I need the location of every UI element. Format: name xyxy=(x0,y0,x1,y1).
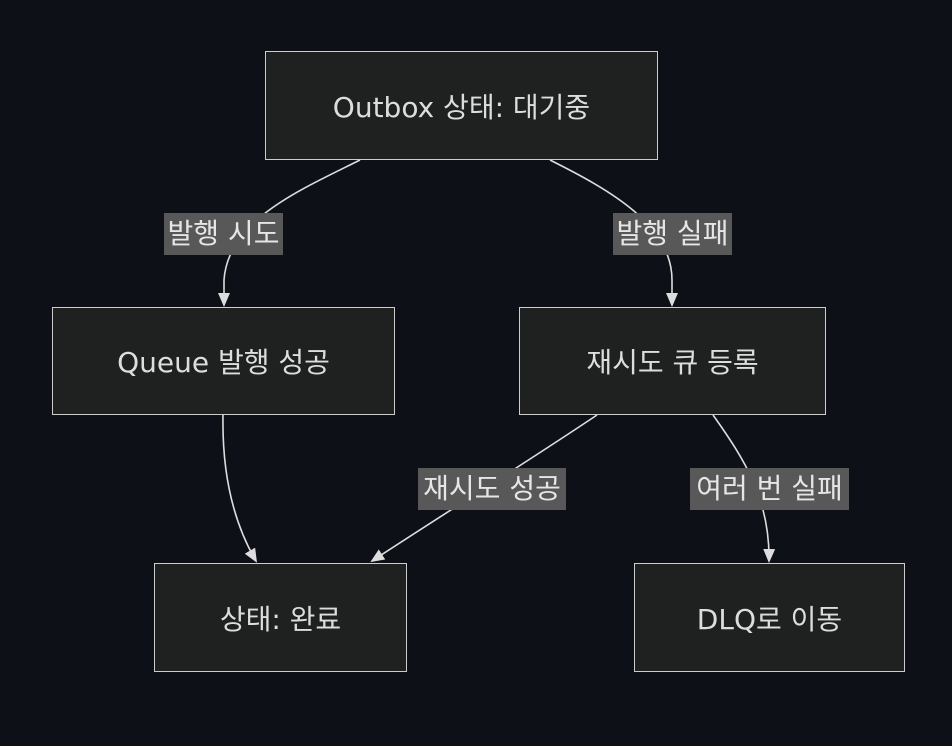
edge-label-publish-fail: 발행 실패 xyxy=(613,213,732,255)
edge-label-publish-attempt: 발행 시도 xyxy=(164,213,283,255)
node-outbox-waiting: Outbox 상태: 대기중 xyxy=(265,51,658,160)
edge-outbox-to-success xyxy=(218,159,361,307)
node-queue-publish-success: Queue 발행 성공 xyxy=(52,307,395,415)
node-retry-queue-register: 재시도 큐 등록 xyxy=(519,307,826,415)
edge-label-retry-success: 재시도 성공 xyxy=(418,468,566,510)
node-move-to-dlq: DLQ로 이동 xyxy=(634,563,905,672)
edge-label-multiple-fail: 여러 번 실패 xyxy=(690,468,849,510)
edge-success-to-done xyxy=(222,414,258,563)
node-status-complete: 상태: 완료 xyxy=(154,563,407,672)
